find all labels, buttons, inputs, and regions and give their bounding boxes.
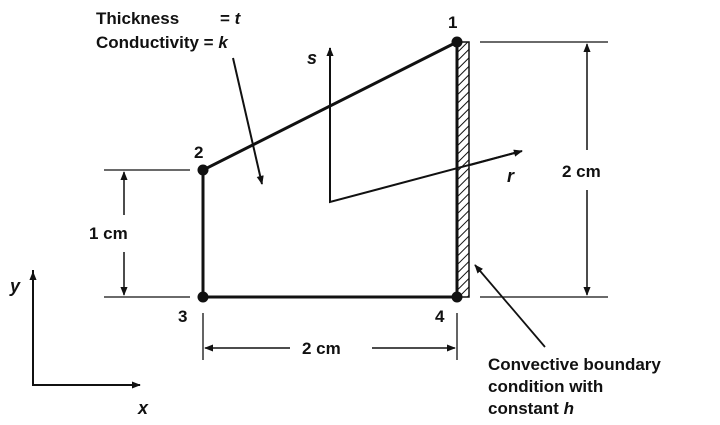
node-3-label: 3 xyxy=(178,307,187,326)
node-4-dot xyxy=(451,291,463,303)
thickness-label: Thickness xyxy=(96,9,179,28)
thickness-eq: = xyxy=(220,9,235,28)
boundary-text-line2: condition with xyxy=(488,377,603,396)
global-axes xyxy=(32,270,138,386)
node-3-dot xyxy=(197,291,209,303)
y-axis-label: y xyxy=(9,276,21,296)
right-dim-label: 2 cm xyxy=(562,162,601,181)
x-axis-label: x xyxy=(137,398,149,418)
boundary-text-line1: Convective boundary xyxy=(488,355,661,374)
boundary-constant-text: constant xyxy=(488,399,564,418)
boundary-h-symbol: h xyxy=(564,399,574,418)
node-2-label: 2 xyxy=(194,143,203,162)
thickness-symbol: t xyxy=(235,9,242,28)
node-1-label: 1 xyxy=(448,13,457,32)
local-axes-bend xyxy=(329,80,519,204)
boundary-text-line3: constant h xyxy=(488,399,574,418)
thickness-line: Thickness = t xyxy=(96,9,242,28)
node-1-dot xyxy=(451,36,463,48)
r-axis-label: r xyxy=(507,166,515,186)
conductivity-label: Conductivity xyxy=(96,33,199,52)
conductivity-line: Conductivity = k xyxy=(96,33,229,52)
r-axis-arrow xyxy=(469,149,523,166)
conductivity-eq: = xyxy=(199,33,218,52)
node-2-dot xyxy=(197,164,209,176)
boundary-callout-arrow xyxy=(474,264,546,348)
node-4-label: 4 xyxy=(435,307,445,326)
property-pointer-arrow xyxy=(232,57,264,185)
s-axis-label: s xyxy=(307,48,317,68)
left-dim-label: 1 cm xyxy=(89,224,128,243)
conductivity-symbol: k xyxy=(218,33,229,52)
convective-wall xyxy=(456,41,470,298)
bottom-dim-label: 2 cm xyxy=(302,339,341,358)
